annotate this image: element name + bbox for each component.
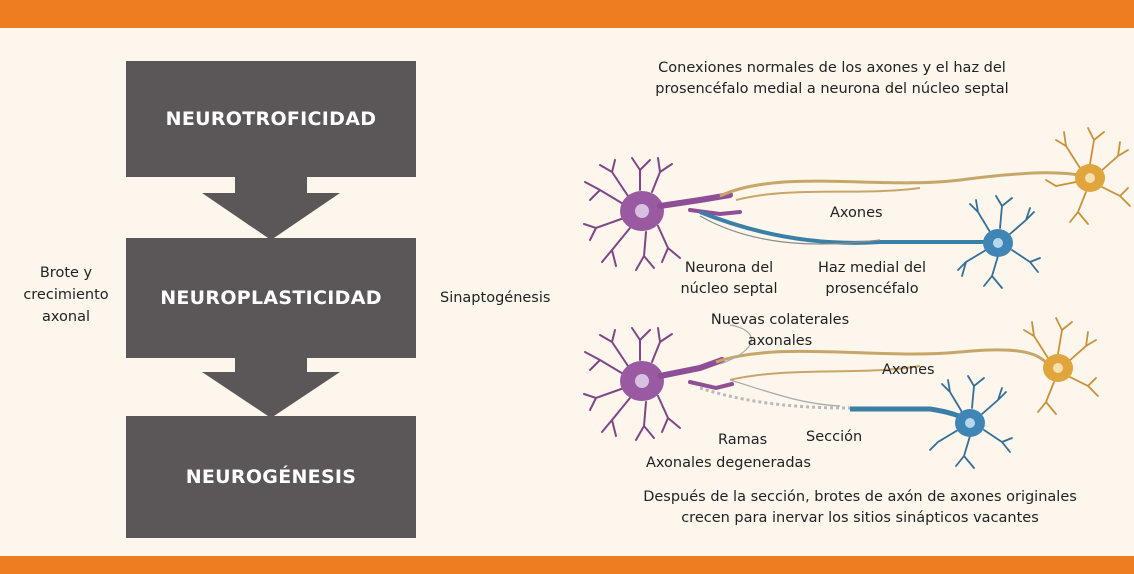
top-tan-axon-lower xyxy=(735,187,921,201)
bottom-blue-neuron-dendrites xyxy=(929,375,1013,469)
top-caption-line-1: Conexiones normales de los axones y el h… xyxy=(658,60,1006,76)
top-septal-axon-stub xyxy=(657,192,733,209)
top-orange-neuron-dendrites xyxy=(1045,127,1131,225)
bottom-orange-neuron-nucleus xyxy=(1053,363,1063,373)
bottom-degenerated-label: Axonales degeneradas xyxy=(646,455,811,471)
arrow-down-1 xyxy=(202,177,340,240)
bottom-septal-axon-stub xyxy=(657,357,725,379)
top-orange-neuron-nucleus xyxy=(1085,173,1095,183)
top-tan-axon-upper xyxy=(719,171,1087,198)
bottom-septal-neuron-dendrites xyxy=(583,327,681,441)
box-neurogenesis-label: NEUROGÉNESIS xyxy=(185,466,357,488)
bottom-orange-neuron-dendrites xyxy=(1023,317,1099,415)
bottom-cut-blue-axon xyxy=(850,406,970,423)
bottom-caption-line-2: crecen para inervar los sitios sináptico… xyxy=(681,510,1039,526)
top-neuron-label-line-2: núcleo septal xyxy=(680,281,778,297)
bottom-degenerated-branches xyxy=(699,386,851,410)
box-neurotroficidad-label: NEUROTROFICIDAD xyxy=(165,108,377,130)
box-neurotroficidad: NEUROTROFICIDAD xyxy=(126,61,416,177)
bottom-tan-axon-upper xyxy=(715,348,1055,370)
bottom-collaterals-label: Nuevas colaterales axonales xyxy=(690,310,870,352)
top-neuron-label-line-1: Neurona del xyxy=(684,260,774,276)
top-bundle-label-line-1: Haz medial del xyxy=(818,260,926,276)
left-label-line-2: crecimiento xyxy=(23,287,109,303)
top-caption: Conexiones normales de los axones y el h… xyxy=(612,58,1052,100)
arrow-down-2 xyxy=(202,358,340,418)
top-septal-neuron-nucleus xyxy=(635,204,649,218)
bottom-ramas-label: Ramas xyxy=(718,432,768,448)
top-accent-bar xyxy=(0,0,1134,28)
bottom-septal-neuron-nucleus xyxy=(635,374,649,388)
top-axones-label: Axones xyxy=(830,205,883,221)
bottom-caption-line-1: Después de la sección, brotes de axón de… xyxy=(643,489,1077,505)
top-bundle-label-line-2: prosencéfalo xyxy=(825,281,919,297)
bottom-collaterals-label-line-1: Nuevas colaterales xyxy=(710,312,850,328)
bottom-axones-label: Axones xyxy=(882,362,935,378)
box-neuroplasticidad-label: NEUROPLASTICIDAD xyxy=(160,287,382,309)
bottom-section-label: Sección xyxy=(806,429,863,445)
bottom-septal-axon-branch xyxy=(688,380,734,391)
top-septal-neuron-dendrites xyxy=(583,157,681,271)
bottom-blue-neuron-nucleus xyxy=(965,418,975,428)
synaptogenesis-label: Sinaptogénesis xyxy=(440,290,551,306)
top-septal-axon-branch xyxy=(688,208,742,217)
bottom-caption: Después de la sección, brotes de axón de… xyxy=(590,487,1130,529)
top-blue-neuron-dendrites xyxy=(957,195,1041,289)
bottom-accent-bar xyxy=(0,556,1134,574)
top-bundle-label: Haz medial del prosencéfalo xyxy=(798,258,946,300)
left-label-line-3: axonal xyxy=(42,309,90,325)
top-neuron-label: Neurona del núcleo septal xyxy=(664,258,794,300)
top-caption-line-2: prosencéfalo medial a neurona del núcleo… xyxy=(655,81,1009,97)
bottom-new-collaterals xyxy=(719,324,841,407)
left-label: Brote y crecimiento axonal xyxy=(10,262,122,328)
top-blue-axon xyxy=(699,210,996,245)
bottom-tan-axon-lower xyxy=(729,365,921,381)
box-neurogenesis: NEUROGÉNESIS xyxy=(126,416,416,538)
bottom-collaterals-label-line-2: axonales xyxy=(747,333,813,349)
top-blue-neuron-nucleus xyxy=(993,238,1003,248)
box-neuroplasticidad: NEUROPLASTICIDAD xyxy=(126,238,416,358)
left-label-line-1: Brote y xyxy=(39,265,93,281)
top-thin-axon xyxy=(699,215,881,245)
